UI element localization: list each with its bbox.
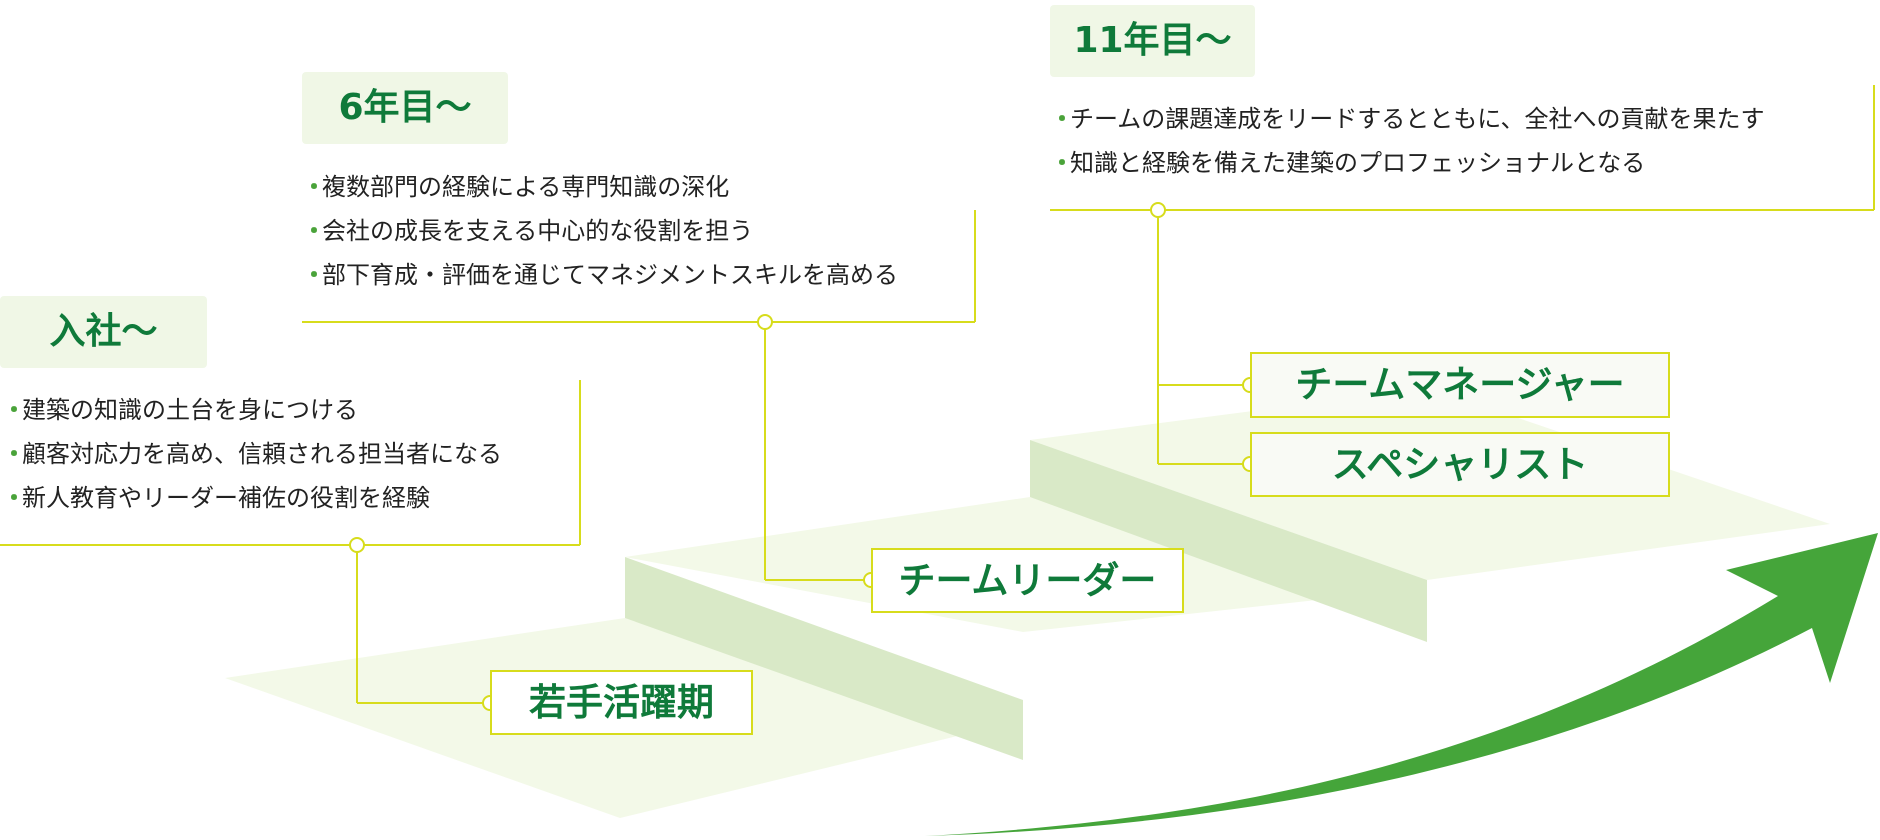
bullet-icon: ・	[2, 396, 26, 424]
bullet-icon: ・	[302, 261, 326, 289]
bullet-icon: ・	[1050, 105, 1074, 133]
list-item-text: チームの課題達成をリードするとともに、全社への貢献を果たす	[1070, 105, 1765, 133]
list-item-text: 知識と経験を備えた建築のプロフェッショナルとなる	[1070, 149, 1646, 177]
list-item: ・顧客対応力を高め、信頼される担当者になる	[2, 432, 502, 476]
list-item-text: 新人教育やリーダー補佐の役割を経験	[22, 484, 430, 512]
list-item-text: 複数部門の経験による専門知識の深化	[322, 173, 730, 201]
list-item: ・新人教育やリーダー補佐の役割を経験	[2, 476, 502, 520]
stage-1-description-list: ・建築の知識の土台を身につける ・顧客対応力を高め、信頼される担当者になる ・新…	[2, 388, 502, 520]
bullet-icon: ・	[1050, 149, 1074, 177]
bullet-icon: ・	[302, 173, 326, 201]
list-item: ・建築の知識の土台を身につける	[2, 388, 502, 432]
list-item-text: 建築の知識の土台を身につける	[22, 396, 358, 424]
role-box-young-active: 若手活躍期	[490, 670, 753, 735]
step-1-riser	[625, 557, 1023, 760]
bullet-icon: ・	[2, 484, 26, 512]
list-item: ・会社の成長を支える中心的な役割を担う	[302, 209, 898, 253]
stage-2-heading: 6年目〜	[302, 72, 508, 144]
list-item: ・チームの課題達成をリードするとともに、全社への貢献を果たす	[1050, 97, 1765, 141]
list-item: ・知識と経験を備えた建築のプロフェッショナルとなる	[1050, 141, 1765, 185]
role-box-team-manager: チームマネージャー	[1250, 352, 1670, 418]
list-item-text: 会社の成長を支える中心的な役割を担う	[322, 217, 754, 245]
bullet-icon: ・	[2, 440, 26, 468]
stage-2-description-list: ・複数部門の経験による専門知識の深化 ・会社の成長を支える中心的な役割を担う ・…	[302, 165, 898, 297]
step-2-riser	[1030, 440, 1427, 642]
role-box-specialist: スペシャリスト	[1250, 432, 1670, 497]
list-item-text: 顧客対応力を高め、信頼される担当者になる	[22, 440, 502, 468]
bullet-icon: ・	[302, 217, 326, 245]
list-item: ・部下育成・評価を通じてマネジメントスキルを高める	[302, 253, 898, 297]
role-box-team-leader: チームリーダー	[871, 548, 1184, 613]
stage-3-heading: 11年目〜	[1050, 5, 1255, 77]
list-item-text: 部下育成・評価を通じてマネジメントスキルを高める	[322, 261, 898, 289]
stage-3-description-list: ・チームの課題達成をリードするとともに、全社への貢献を果たす ・知識と経験を備え…	[1050, 97, 1765, 185]
stage-1-heading: 入社〜	[0, 296, 207, 368]
list-item: ・複数部門の経験による専門知識の深化	[302, 165, 898, 209]
growth-arrow	[925, 533, 1878, 836]
